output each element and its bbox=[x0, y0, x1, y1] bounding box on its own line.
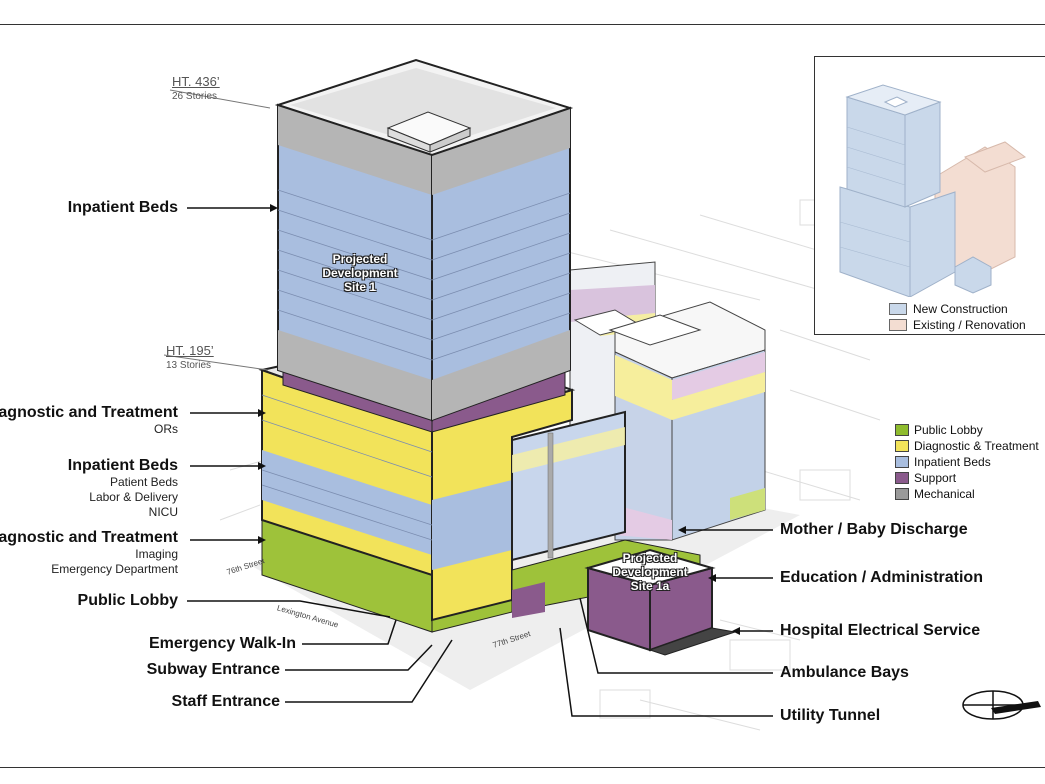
leader-lines bbox=[187, 207, 773, 717]
label-diagnostic-treatment-ors: Diagnostic and Treatment ORs bbox=[0, 404, 178, 436]
legend-swatch bbox=[895, 488, 909, 500]
inset-legend: New Construction Existing / Renovation bbox=[889, 301, 1026, 333]
label-inpatient-beds-tower: Inpatient Beds bbox=[67, 199, 178, 216]
tower-height: HT. 436’ bbox=[172, 74, 220, 89]
site-1a-top bbox=[584, 548, 716, 587]
label-diagnostic-treatment-imaging: Diagnostic and Treatment Imaging Emergen… bbox=[0, 529, 178, 576]
legend-swatch bbox=[895, 440, 909, 452]
label-mother-baby-discharge: Mother / Baby Discharge bbox=[780, 521, 968, 538]
leader-arrowheads bbox=[258, 204, 740, 635]
podium-inpatient-band bbox=[262, 450, 432, 555]
inset-key-map: New Construction Existing / Renovation bbox=[814, 56, 1045, 335]
podium-stories: 13 Stories bbox=[166, 360, 212, 371]
tower-stories: 26 Stories bbox=[172, 91, 218, 102]
top-rule bbox=[0, 24, 1045, 25]
legend-item: Diagnostic & Treatment bbox=[895, 438, 1039, 454]
legend-swatch bbox=[895, 456, 909, 468]
legend-item: Mechanical bbox=[895, 486, 1039, 502]
legend-swatch bbox=[895, 472, 909, 484]
legend-item: Support bbox=[895, 470, 1039, 486]
north-arrow-icon bbox=[962, 690, 1041, 720]
legend-swatch bbox=[895, 424, 909, 436]
program-legend: Public Lobby Diagnostic & Treatment Inpa… bbox=[895, 422, 1039, 502]
inset-legend-swatch bbox=[889, 319, 907, 331]
label-utility-tunnel: Utility Tunnel bbox=[780, 707, 881, 724]
legend-item: Public Lobby bbox=[895, 422, 1039, 438]
label-emergency-walk-in: Emergency Walk-In bbox=[148, 635, 296, 652]
tower-floor-lines bbox=[261, 189, 571, 541]
label-ambulance-bays: Ambulance Bays bbox=[780, 664, 909, 681]
label-subway-entrance: Subway Entrance bbox=[146, 661, 280, 678]
bottom-rule bbox=[0, 767, 1045, 768]
podium-height-annotation: HT. 195’ 13 Stories bbox=[166, 343, 214, 372]
label-staff-entrance: Staff Entrance bbox=[171, 693, 280, 710]
inset-legend-item: New Construction bbox=[889, 301, 1026, 317]
label-public-lobby: Public Lobby bbox=[77, 592, 178, 609]
tower-height-annotation: HT. 436’ 26 Stories bbox=[172, 74, 220, 103]
label-inpatient-beds-podium: Inpatient Beds Patient Beds Labor & Deli… bbox=[67, 457, 178, 519]
label-hospital-electrical-service: Hospital Electrical Service bbox=[780, 622, 981, 639]
podium-height: HT. 195’ bbox=[166, 343, 214, 358]
inset-legend-item: Existing / Renovation bbox=[889, 317, 1026, 333]
inset-legend-swatch bbox=[889, 303, 907, 315]
label-education-administration: Education / Administration bbox=[780, 569, 983, 586]
inset-massing bbox=[839, 84, 1027, 297]
legend-item: Inpatient Beds bbox=[895, 454, 1039, 470]
